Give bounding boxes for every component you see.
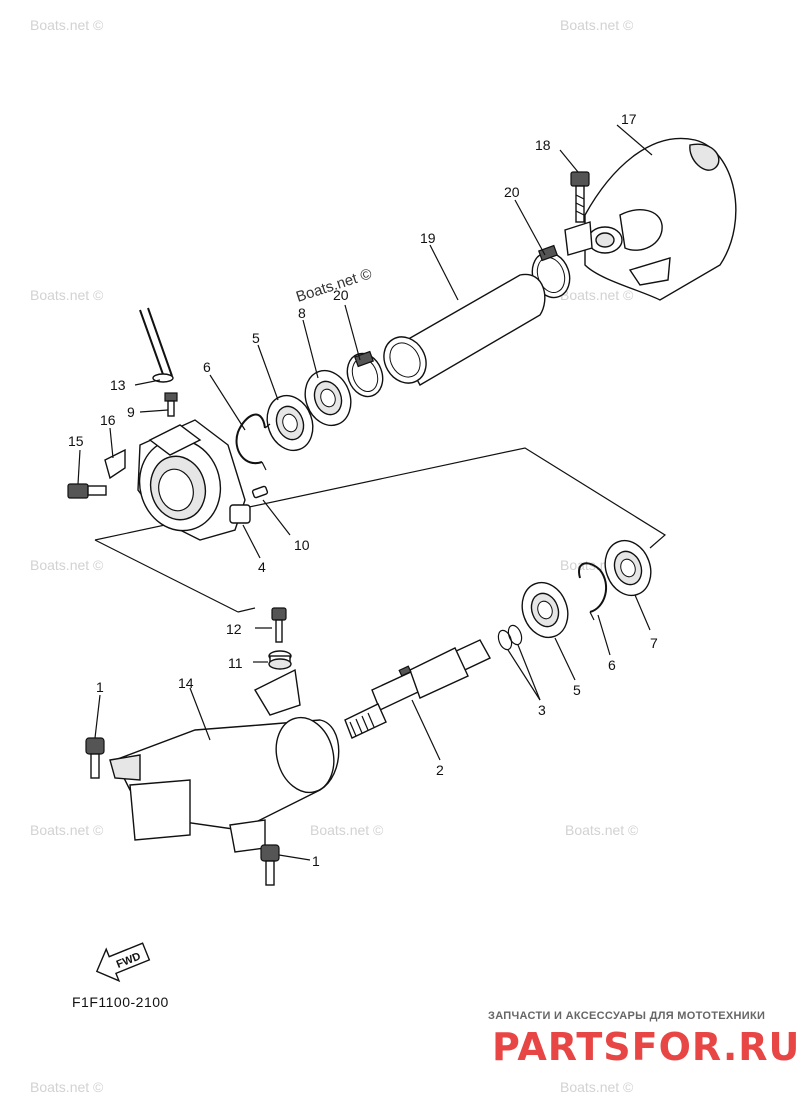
part-9-13-screw-pipe	[139, 307, 178, 417]
watermarks: Boats.net © Boats.net © Boats.net © Boat…	[30, 17, 639, 1095]
part-4-housing	[137, 419, 251, 541]
callout-19: 19	[420, 230, 436, 246]
part-6-circlip-lower	[578, 562, 608, 621]
part-5-bearing-upper	[266, 394, 314, 452]
leader-lines	[77, 124, 653, 861]
callout-20b: 20	[333, 287, 349, 303]
part-3-o-rings	[497, 624, 523, 651]
callout-16: 16	[100, 412, 116, 428]
part-7-bearing	[604, 539, 652, 597]
callout-9: 9	[127, 404, 135, 420]
callout-3: 3	[538, 702, 546, 718]
part-6-circlip-upper	[235, 413, 271, 471]
watermark: Boats.net ©	[560, 17, 634, 33]
callout-1b: 1	[312, 853, 320, 869]
watermark: Boats.net ©	[30, 557, 104, 573]
watermark: Boats.net ©	[30, 287, 104, 303]
watermark: Boats.net ©	[30, 1079, 104, 1095]
callout-2: 2	[436, 762, 444, 778]
callout-8: 8	[298, 305, 306, 321]
part-19-hose	[383, 273, 546, 386]
callout-18: 18	[535, 137, 551, 153]
part-17-nozzle	[564, 137, 737, 301]
callout-6b: 6	[608, 657, 616, 673]
callouts: 17 18 20 19 20 8 5 6 13 9 16 15 10 4 7 6…	[68, 111, 658, 869]
callout-20a: 20	[504, 184, 520, 200]
watermark: Boats.net ©	[30, 17, 104, 33]
watermark: Boats.net ©	[565, 822, 639, 838]
diagram-code: F1F1100-2100	[72, 994, 169, 1010]
callout-5b: 5	[573, 682, 581, 698]
watermark: Boats.net ©	[310, 822, 384, 838]
part-5-bearing-lower	[521, 581, 569, 639]
part-10-pin	[251, 485, 269, 499]
part-18-bolt	[570, 171, 590, 223]
callout-12: 12	[226, 621, 242, 637]
part-1-bolt-upper	[85, 737, 105, 779]
callout-7: 7	[650, 635, 658, 651]
callout-17: 17	[621, 111, 637, 127]
callout-4: 4	[258, 559, 266, 575]
part-20-clamp-middle	[346, 350, 384, 398]
part-1-bolt-lower	[260, 844, 280, 886]
watermark: Boats.net ©	[560, 287, 634, 303]
part-11-12-bolt-collar	[268, 607, 292, 670]
watermark: Boats.net ©	[560, 1079, 634, 1095]
callout-5a: 5	[252, 330, 260, 346]
watermark: Boats.net ©	[30, 822, 104, 838]
store-tagline: ЗАПЧАСТИ И АКСЕССУАРЫ ДЛЯ МОТОТЕХНИКИ	[488, 1010, 765, 1022]
callout-15: 15	[68, 433, 84, 449]
callout-10: 10	[294, 537, 310, 553]
callout-1a: 1	[96, 679, 104, 695]
part-2-shaft	[344, 639, 491, 739]
part-15-16-bolt-plate	[67, 448, 126, 499]
callout-6a: 6	[203, 359, 211, 375]
store-logo: PARTSFOR.RU	[492, 1025, 800, 1069]
fwd-arrow-icon: FWD	[95, 942, 151, 983]
assembly-boundary	[94, 447, 667, 613]
callout-13: 13	[110, 377, 126, 393]
callout-11: 11	[228, 655, 243, 671]
callout-14: 14	[178, 675, 194, 691]
part-8-bearing	[304, 369, 352, 427]
part-14-housing	[109, 668, 340, 853]
